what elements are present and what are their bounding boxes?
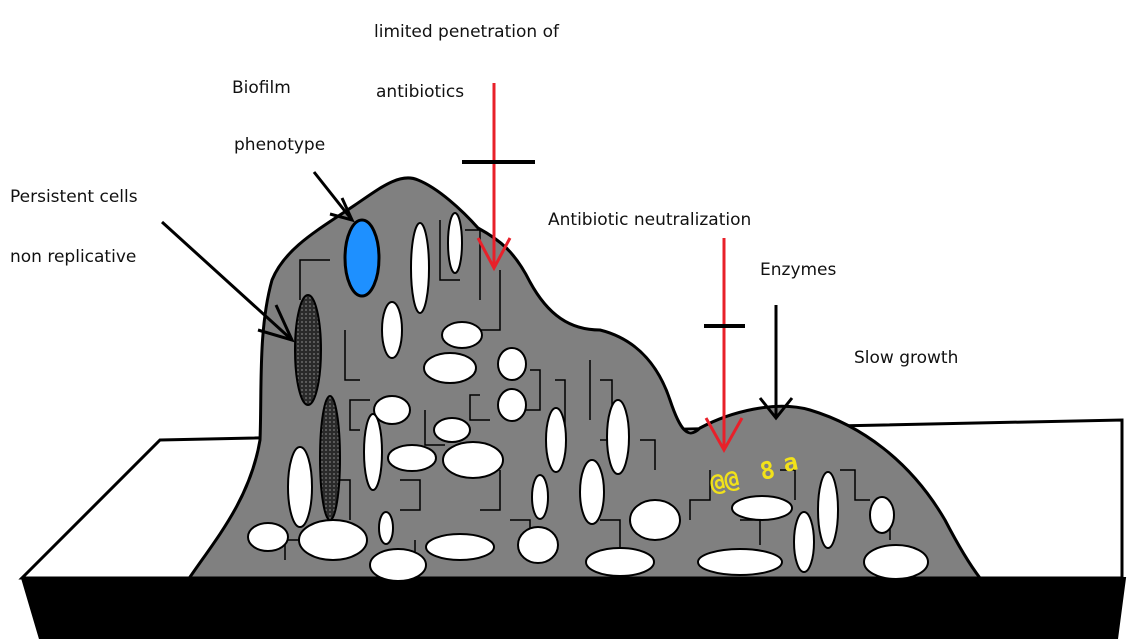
- bacterial-cell: [426, 534, 494, 560]
- non-replicative-label: non replicative: [10, 247, 136, 267]
- enzymes-arrow-icon: [760, 305, 792, 418]
- bacterial-cell: [580, 460, 604, 524]
- slow-growth-label: Slow growth: [854, 348, 958, 368]
- bacterial-cell: [607, 400, 629, 474]
- bacterial-cell: [364, 414, 382, 490]
- bacterial-cell: [424, 353, 476, 383]
- bacterial-cell: [498, 348, 526, 380]
- bacterial-cell: [434, 418, 470, 442]
- bacterial-cell: [288, 447, 312, 527]
- persistent-cell: [320, 396, 340, 520]
- bacterial-cell: [630, 500, 680, 540]
- biofilm-label: Biofilm: [232, 78, 291, 98]
- bacterial-cell: [382, 302, 402, 358]
- enzymes-label: Enzymes: [760, 260, 837, 280]
- persistent-cell: [295, 295, 321, 405]
- bacterial-cell: [411, 223, 429, 313]
- bacterial-cell: [498, 389, 526, 421]
- neutralization-label: Antibiotic neutralization: [548, 210, 751, 230]
- bacterial-cell: [546, 408, 566, 472]
- bacterial-cell: [864, 545, 928, 579]
- bacterial-cell: [448, 213, 462, 273]
- bacterial-cell: [818, 472, 838, 548]
- penetration-label: limited penetration of: [374, 22, 560, 42]
- phenotype-cell: [345, 220, 379, 296]
- bacterial-cell: [443, 442, 503, 478]
- bacterial-cell: [870, 497, 894, 533]
- bacterial-cell: [248, 523, 288, 551]
- bacterial-cell: [370, 549, 426, 581]
- svg-text:@@: @@: [707, 464, 741, 497]
- bacterial-cell: [442, 322, 482, 348]
- substrate-side: [22, 578, 1125, 639]
- bacterial-cell: [388, 445, 436, 471]
- phenotype-label: phenotype: [234, 135, 325, 155]
- persistent-cells-label: Persistent cells: [10, 187, 138, 207]
- bacterial-cell: [794, 512, 814, 572]
- antibiotics-label: antibiotics: [376, 82, 464, 102]
- bacterial-cell: [732, 496, 792, 520]
- phenotype-arrow-icon: [314, 172, 352, 220]
- bacterial-cell: [374, 396, 410, 424]
- bacterial-cell: [698, 549, 782, 575]
- bacterial-cell: [532, 475, 548, 519]
- bacterial-cell: [518, 527, 558, 563]
- bacterial-cell: [586, 548, 654, 576]
- bacterial-cell: [379, 512, 393, 544]
- bacterial-cell: [299, 520, 367, 560]
